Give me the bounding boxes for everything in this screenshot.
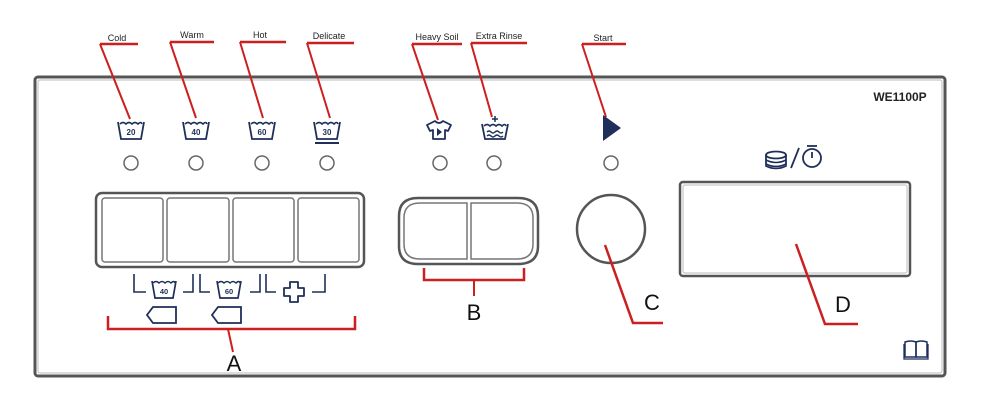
section-letter-a: A	[227, 351, 242, 376]
program-button-3[interactable]	[232, 197, 295, 263]
callout-heavy-soil: Heavy Soil	[411, 32, 462, 121]
panel-frame-inner	[37, 79, 943, 374]
bracket-divider-2	[183, 274, 194, 293]
indicator-light-hot	[254, 155, 270, 171]
play-icon	[603, 115, 621, 141]
callout-warm: Warm	[169, 30, 214, 119]
indicator-light-heavy-soil	[432, 155, 448, 171]
callout-delicate: Delicate	[306, 31, 354, 119]
indicator-light-extra-rinse	[486, 155, 502, 171]
callout-hot: Hot	[239, 30, 286, 119]
program-button-group	[94, 191, 366, 269]
program-button-1[interactable]	[101, 197, 164, 263]
temp-value-cold: 20	[127, 128, 136, 137]
time-display-screen	[678, 180, 912, 278]
indicator-light-warm	[188, 155, 204, 171]
wash-tub-icon-program-40: 40	[151, 280, 177, 299]
program-value-40: 40	[160, 287, 168, 296]
manual-book-icon	[903, 340, 929, 360]
option-button-extra-rinse[interactable]	[470, 202, 534, 260]
icon-separator-slash	[790, 147, 800, 169]
program-button-2[interactable]	[166, 197, 230, 263]
wash-tub-icon-hot: 60	[248, 121, 276, 140]
bracket-a	[106, 316, 357, 331]
callout-label-start: Start	[593, 33, 613, 43]
callout-leader-extra-rinse	[470, 42, 493, 118]
temp-value-warm: 40	[192, 128, 201, 137]
callout-extra-rinse: Extra Rinse	[470, 31, 527, 118]
bracket-b	[422, 268, 526, 282]
temp-value-hot: 60	[258, 128, 267, 137]
callout-label-heavy-soil: Heavy Soil	[415, 32, 458, 42]
panel-frame	[33, 75, 947, 378]
time-display-inner	[682, 184, 908, 274]
bracket-divider-6	[312, 274, 326, 293]
callout-leader-start	[581, 43, 607, 118]
callout-label-extra-rinse: Extra Rinse	[476, 31, 523, 41]
program-sub-labels	[133, 274, 326, 293]
callout-label-delicate: Delicate	[313, 31, 346, 41]
bracket-divider-4	[250, 274, 261, 293]
callout-leader-warm	[169, 41, 197, 119]
bracket-a-leader	[227, 328, 234, 353]
program-value-60: 60	[225, 287, 233, 296]
callout-c	[603, 244, 663, 325]
section-letter-d: D	[835, 292, 851, 317]
option-button-heavy-soil[interactable]	[403, 202, 468, 260]
callout-d	[794, 243, 858, 326]
bracket-divider-5	[265, 274, 276, 293]
model-label: WE1100P	[873, 90, 926, 104]
callout-label-warm: Warm	[180, 30, 204, 40]
plus-cross-icon	[283, 281, 305, 303]
temp-value-delicate: 30	[323, 128, 332, 137]
indicator-light-delicate	[319, 155, 335, 171]
section-letter-c: C	[644, 290, 660, 315]
callout-leader-cold	[99, 43, 131, 120]
wash-tag-icon-1	[145, 306, 177, 324]
wash-tag-icon-2	[210, 306, 242, 324]
wash-tub-icon-delicate: 30	[313, 121, 341, 144]
bracket-divider-1	[133, 274, 146, 293]
option-button-group	[397, 196, 540, 266]
wash-tub-icon-cold: 20	[117, 121, 145, 140]
coins-icon	[765, 150, 787, 170]
rinse-icon	[481, 116, 509, 140]
callout-leader-hot	[239, 41, 264, 119]
program-button-4[interactable]	[297, 197, 360, 263]
section-letter-b: B	[467, 300, 482, 325]
indicator-light-cold	[123, 155, 139, 171]
timer-icon	[802, 145, 822, 168]
bracket-divider-3	[199, 274, 210, 293]
wash-tub-icon-program-60: 60	[216, 280, 242, 299]
callout-start: Start	[581, 33, 626, 118]
callout-label-hot: Hot	[253, 30, 268, 40]
callout-cold: Cold	[99, 33, 138, 120]
wash-tub-icon-warm: 40	[182, 121, 210, 140]
callout-leader-delicate	[306, 42, 331, 119]
callout-leader-heavy-soil	[411, 43, 439, 121]
callout-label-cold: Cold	[108, 33, 127, 43]
indicator-light-start	[603, 155, 619, 171]
start-knob[interactable]	[575, 193, 647, 265]
shirt-icon	[426, 120, 452, 140]
